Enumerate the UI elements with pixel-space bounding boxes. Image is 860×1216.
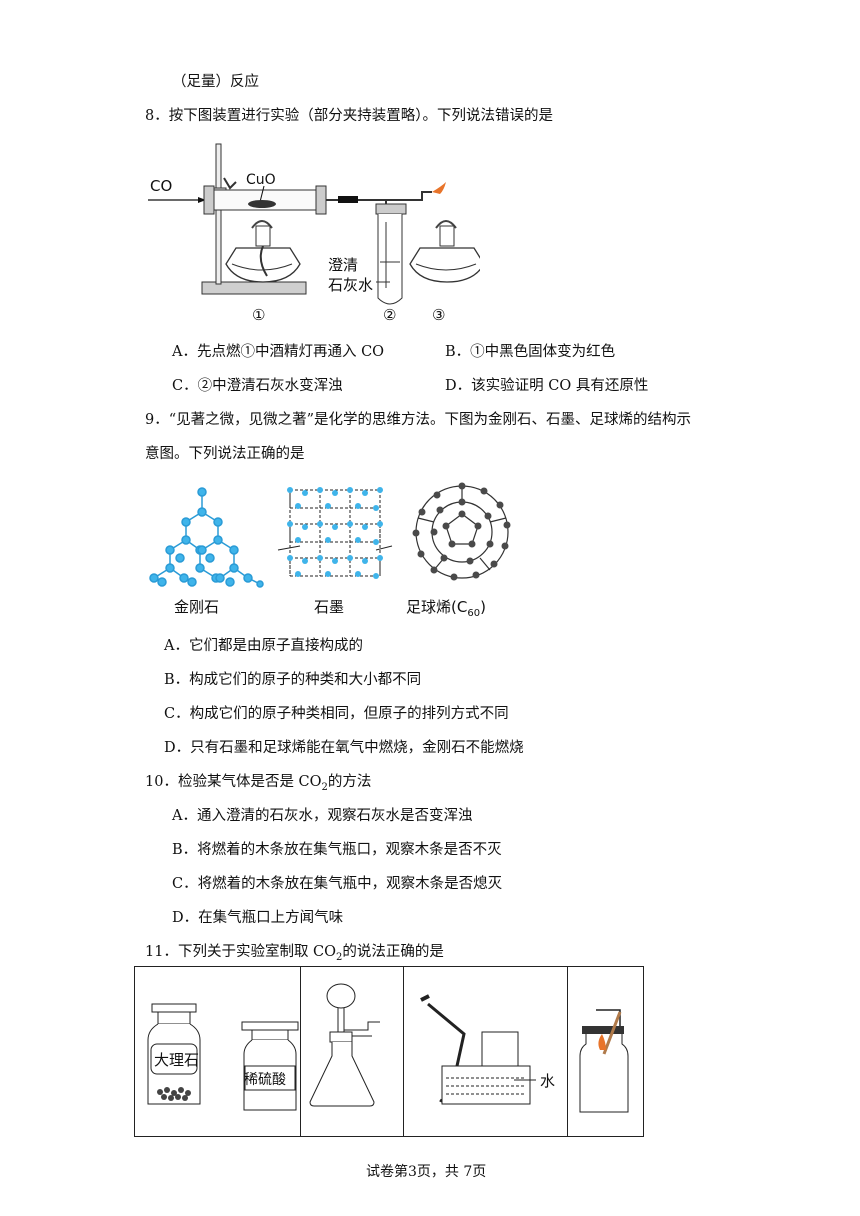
previous-question-tail: （足量）反应 [172,74,259,90]
water-label: 水 [540,1072,555,1090]
lime-water-label-2: 石灰水 [328,276,373,294]
q9-option-d: D．只有石墨和足球烯能在氧气中燃烧，金刚石不能燃烧 [164,740,524,756]
q10-stem-prefix: 10．检验某气体是否是 CO [145,774,322,790]
acid-label: 稀硫酸 [244,1072,286,1088]
q10-stem: 10．检验某气体是否是 CO2的方法 [145,772,371,798]
q9-option-a: A．它们都是由原子直接构成的 [164,638,363,654]
q8-option-c: C．②中澄清石灰水变浑浊 [172,378,343,394]
q10-stem-suffix: 的方法 [327,774,372,790]
q11-stem-sub: 2 [336,951,343,963]
q9-option-c: C．构成它们的原子种类相同，但原子的排列方式不同 [164,706,509,722]
label-n3: ③ [432,306,445,324]
q11-stem-prefix: 11．下列关于实验室制取 CO [145,944,337,960]
q10-option-a: A．通入澄清的石灰水，观察石灰水是否变浑浊 [172,808,473,824]
q8-option-d: D．该实验证明 CO 具有还原性 [445,378,649,394]
q8-apparatus-figure: CO CuO 澄清 石灰水 ① ② ③ [148,143,480,324]
label-n2: ② [383,306,396,324]
co-label: CO [150,177,172,195]
label-n1: ① [252,306,265,324]
c60-label: 足球烯(C60) [406,598,486,619]
graphite-label: 石墨 [314,598,344,616]
q8-stem: 8．按下图装置进行实验（部分夹持装置略）。下列说法错误的是 [145,108,553,124]
diamond-structure [149,487,264,588]
q10-option-c: C．将燃着的木条放在集气瓶中，观察木条是否熄灭 [172,876,503,892]
q9-option-b: B．构成它们的原子的种类和大小都不同 [164,672,422,688]
q11-stem: 11．下列关于实验室制取 CO2的说法正确的是 [145,942,444,968]
q9-stem-line-2: 意图。下列说法正确的是 [145,446,305,462]
page-footer: 试卷第3页，共 7页 [366,1164,487,1180]
q11-figure-table [134,966,644,1137]
q9-stem-line-1: 9．“见著之微，见微之著”是化学的思维方法。下图为金刚石、石墨、足球烯的结构示 [145,412,692,428]
carbon-structures-figure: 金刚石 石墨 足球烯(C60) [149,482,511,619]
q10-option-d: D．在集气瓶口上方闻气味 [172,910,344,926]
q11-apparatus-figures: 大理石 稀硫酸 水 [147,983,629,1113]
q8-option-b: B．①中黑色固体变为红色 [445,344,616,360]
cuo-label: CuO [246,172,276,188]
q10-stem-sub: 2 [321,781,328,793]
q8-option-a: A．先点燃①中酒精灯再通入 CO [172,344,385,360]
graphite-structure [277,489,393,577]
q11-divider-3 [567,966,568,1137]
q11-divider-2 [403,966,404,1137]
lime-water-label-1: 澄清 [328,256,358,274]
marble-label: 大理石 [154,1051,199,1069]
q11-stem-suffix: 的说法正确的是 [342,944,444,960]
diamond-label: 金刚石 [174,598,219,616]
q10-option-b: B．将燃着的木条放在集气瓶口，观察木条是否不灭 [172,842,502,858]
q11-divider-1 [300,966,301,1137]
